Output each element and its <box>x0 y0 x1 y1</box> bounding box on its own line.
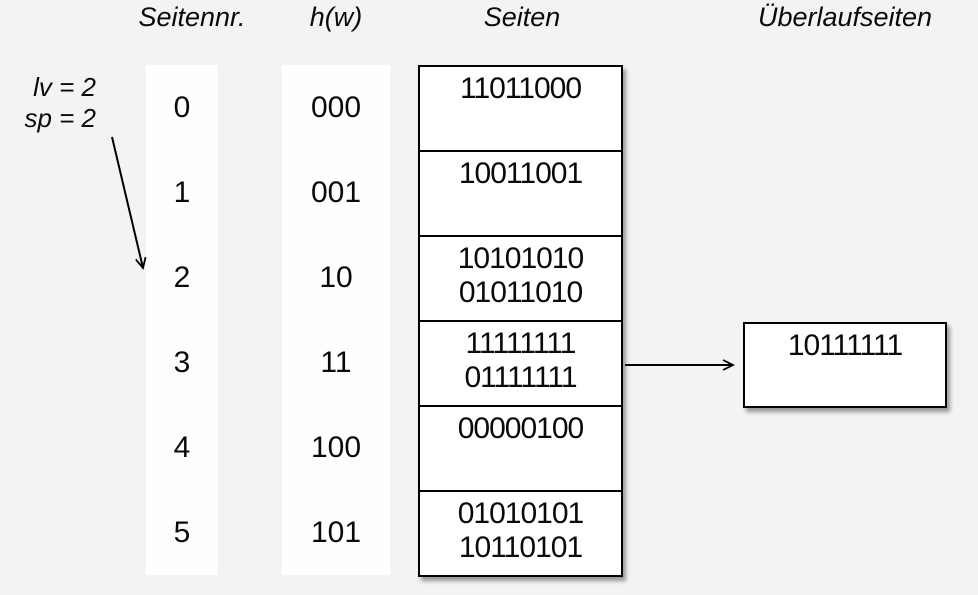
column-header-seiten: Seiten <box>483 2 561 32</box>
page-number: 1 <box>173 175 191 209</box>
page-entry: 10011001 <box>458 157 583 190</box>
split-pointer-arrow <box>111 136 147 270</box>
hash-value: 000 <box>310 90 362 124</box>
page-cell-1: 10011001 <box>420 152 621 237</box>
level-label: lv = 2 <box>33 72 96 102</box>
page-entry: 00000100 <box>457 412 584 445</box>
column-header-ueberlaufseiten: Überlaufseiten <box>757 2 933 32</box>
page-number-column: 0 1 2 3 4 5 <box>146 65 218 575</box>
hash-value: 101 <box>310 515 362 549</box>
pages-table: 11011000 10011001 10101010 01011010 1111… <box>418 65 623 577</box>
hash-value: 100 <box>310 430 362 464</box>
hash-value-column: 000 001 10 11 100 101 <box>282 65 390 575</box>
page-number: 2 <box>173 260 191 294</box>
hash-value: 11 <box>320 345 352 379</box>
page-entry: 01011010 <box>458 276 583 309</box>
page-entry: 11011000 <box>459 72 582 105</box>
page-cell-5: 01010101 10110101 <box>420 492 621 575</box>
page-entry: 01111111 <box>464 361 577 394</box>
page-cell-3: 11111111 01111111 <box>420 322 621 407</box>
page-entry: 10110101 <box>458 531 583 564</box>
page-number: 0 <box>173 90 191 124</box>
column-header-seitennr: Seitennr. <box>138 2 246 32</box>
page-cell-4: 00000100 <box>420 407 621 492</box>
hash-value: 10 <box>319 260 353 294</box>
page-entry: 10101010 <box>457 242 584 275</box>
hash-value: 001 <box>310 175 362 209</box>
overflow-entry: 10111111 <box>787 329 903 362</box>
overflow-page-box: 10111111 <box>743 322 947 408</box>
page-number: 5 <box>173 515 191 549</box>
page-number: 4 <box>173 430 191 464</box>
page-number: 3 <box>173 345 191 379</box>
column-header-hash-function: h(w) <box>309 2 363 32</box>
state-labels: lv = 2 sp = 2 <box>10 72 96 134</box>
page-cell-0: 11011000 <box>420 67 621 152</box>
page-entry: 01010101 <box>457 497 584 530</box>
split-pointer-label: sp = 2 <box>24 103 96 133</box>
page-entry: 11111111 <box>465 327 577 360</box>
page-cell-2: 10101010 01011010 <box>420 237 621 322</box>
